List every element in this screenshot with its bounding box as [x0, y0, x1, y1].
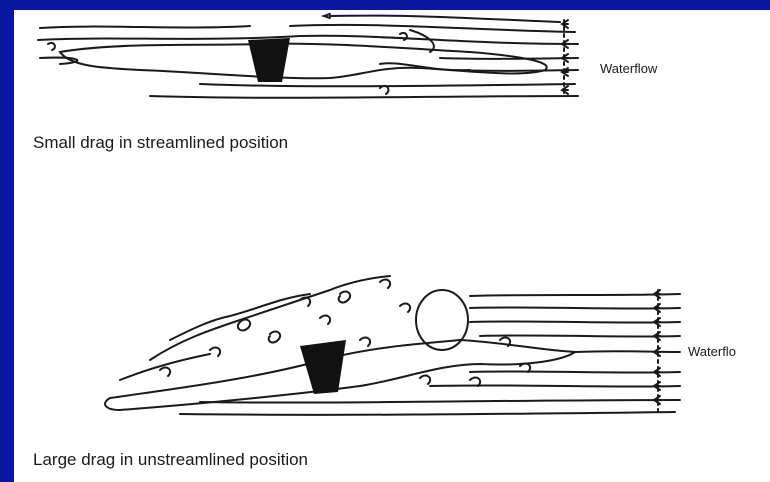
- caption-streamlined: Small drag in streamlined position: [33, 133, 288, 153]
- eddy: [320, 316, 330, 324]
- wake-line: [170, 294, 310, 340]
- flow-line: [480, 335, 680, 336]
- eddy: [400, 304, 410, 312]
- eddy: [210, 348, 220, 356]
- caption-unstreamlined: Large drag in unstreamlined position: [33, 450, 308, 470]
- eddy: [339, 292, 350, 303]
- eddy: [238, 320, 250, 331]
- eddy: [160, 368, 170, 376]
- flow-line: [180, 412, 675, 415]
- eddy: [380, 280, 390, 288]
- flow-line: [430, 385, 680, 386]
- eddy: [360, 338, 370, 346]
- flow-line: [200, 400, 680, 403]
- flow-line: [470, 307, 680, 308]
- wake-line: [150, 276, 390, 360]
- swimsuit-shape: [300, 340, 346, 394]
- flow-line: [470, 321, 680, 322]
- flow-line: [575, 351, 680, 352]
- waterflow-label-top: Waterflow: [600, 61, 657, 76]
- flow-line: [470, 371, 680, 372]
- flow-line: [470, 294, 680, 296]
- waterflow-label-bottom: Waterflo: [688, 344, 736, 359]
- eddy: [269, 332, 280, 343]
- eddy: [420, 376, 430, 384]
